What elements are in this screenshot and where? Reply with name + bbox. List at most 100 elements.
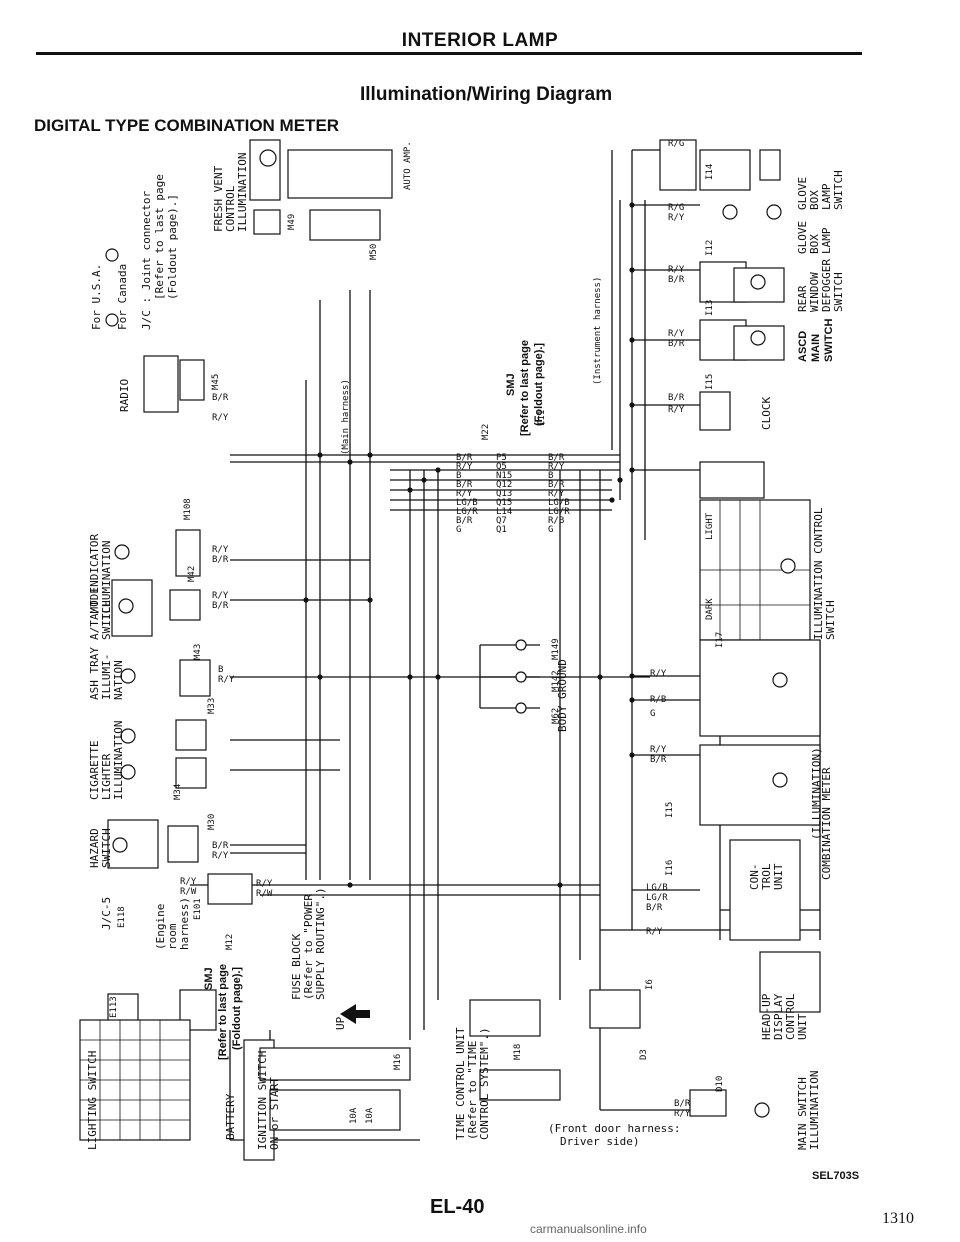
label-ash-tray-2: ILLUMI-: [100, 654, 113, 700]
wire-code: R/G: [668, 139, 684, 149]
wire-code: R/Y: [180, 877, 197, 887]
label-at-indicator-1: A/T INDICATOR: [88, 534, 101, 620]
label-front-door-2: Driver side): [560, 1135, 639, 1148]
label-front-door-1: (Front door harness:: [548, 1122, 680, 1135]
wire-code: R/Y: [668, 329, 685, 339]
label-engine-1: (Engine: [154, 904, 167, 950]
svg-text:E113: E113: [109, 996, 119, 1018]
label-cigarette-3: ILLUMINATION: [112, 721, 125, 800]
svg-text:I16: I16: [665, 860, 675, 876]
label-dark: DARK: [705, 598, 715, 620]
label-battery: BATTERY: [224, 1093, 237, 1140]
wire-code: R/Y: [650, 745, 667, 755]
wire-code: LG/B: [646, 883, 668, 893]
label-ascd-1: ASCD: [797, 331, 809, 362]
label-headup-1: HEAD-UP: [760, 993, 773, 1040]
up-arrow-icon: [340, 1004, 370, 1024]
label-body-ground: BODY GROUND: [556, 659, 569, 732]
svg-text:G: G: [456, 525, 461, 535]
label-comb-meter-1: COMBINATION METER: [820, 767, 833, 880]
label-fresh-vent-3: ILLUMINATION: [236, 153, 249, 232]
svg-text:LG/B: LG/B: [548, 498, 570, 508]
svg-text:R/Y: R/Y: [548, 462, 565, 472]
smj-pin-table: B/R R/Y B B/R R/Y LG/B LG/R B/R G P5 Q5 …: [456, 453, 570, 535]
svg-text:R/Y: R/Y: [548, 489, 565, 499]
wire-code: B/R: [212, 601, 229, 611]
lighting-switch-grid: [80, 1020, 190, 1140]
wire-code: B/R: [650, 755, 667, 765]
legend-jc-1: J/C : Joint connector: [140, 191, 153, 330]
label-radio: RADIO: [118, 379, 131, 412]
svg-text:G: G: [548, 525, 553, 535]
label-fuse-block-1: FUSE BLOCK: [290, 933, 303, 1000]
label-illum-control-2: SWITCH: [824, 600, 837, 640]
label-smj-1-c: (Foldout page).]: [231, 967, 243, 1050]
wire-code: B/R: [212, 555, 229, 565]
wire-code: R/Y: [212, 413, 229, 423]
bulb-symbols: [105, 149, 796, 1118]
svg-text:M18: M18: [513, 1044, 523, 1060]
legend-usa: For U.S.A.: [90, 264, 103, 330]
wire-code: B/R: [212, 393, 229, 403]
label-ash-tray-3: NATION: [112, 660, 125, 700]
label-headup-2: DISPLAY: [772, 993, 785, 1040]
label-headup-3: CONTROL: [784, 993, 797, 1040]
label-hazard-1: HAZARD: [88, 828, 101, 868]
svg-text:I14: I14: [705, 164, 715, 180]
svg-text:B/R: B/R: [456, 480, 473, 490]
wire-code: R/Y: [212, 591, 229, 601]
wire-code: R/W: [180, 887, 197, 897]
diagram-code: SEL703S: [812, 1170, 860, 1182]
svg-text:B/R: B/R: [456, 516, 473, 526]
svg-text:Q13: Q13: [496, 489, 512, 499]
svg-text:Q12: Q12: [496, 480, 512, 490]
label-headup-4: UNIT: [796, 1013, 809, 1040]
connector-ids: M45 M49 M50 M108 M42 M43 M33 M34 M30 M12…: [109, 164, 725, 1092]
svg-text:I6: I6: [645, 979, 655, 990]
svg-text:D3: D3: [639, 1049, 649, 1060]
svg-text:D10: D10: [715, 1076, 725, 1092]
label-smj-2-a: SMJ: [505, 373, 517, 396]
wire-code: B/R: [674, 1099, 691, 1109]
svg-text:B: B: [456, 471, 461, 481]
label-glove-lamp-3: LAMP: [820, 227, 833, 254]
svg-text:Q15: Q15: [496, 498, 512, 508]
label-up: UP: [334, 1016, 347, 1030]
diagram-subtitle: Illumination/Wiring Diagram: [360, 84, 613, 105]
label-ascd-2: MAIN: [810, 334, 822, 362]
svg-text:E118: E118: [117, 906, 127, 928]
label-glove-switch-4: SWITCH: [832, 170, 845, 210]
page-label: EL-40: [430, 1196, 485, 1218]
legend-jc-2: [Refer to last page: [153, 174, 166, 300]
label-at-mode-2: SWITCH: [100, 600, 113, 640]
svg-text:B: B: [548, 471, 553, 481]
label-glove-lamp-2: BOX: [808, 234, 821, 254]
svg-text:M149: M149: [551, 638, 561, 660]
wire-code: R/Y: [668, 265, 685, 275]
svg-text:R/Y: R/Y: [456, 489, 473, 499]
svg-text:B/R: B/R: [456, 453, 473, 463]
svg-text:I15: I15: [705, 374, 715, 390]
svg-text:M49: M49: [287, 214, 297, 230]
wire-code: R/Y: [212, 545, 229, 555]
label-ignition-2: ON or START: [268, 1077, 281, 1150]
svg-text:E101: E101: [193, 898, 203, 920]
legend-block: For U.S.A.: [90, 264, 103, 330]
wire-code: R/Y: [650, 669, 667, 679]
svg-text:M43: M43: [193, 644, 203, 660]
fuse-label: 10A: [365, 1107, 375, 1124]
legend-jc-3: (Foldout page).]: [166, 194, 179, 300]
wire-code: R/Y: [668, 213, 685, 223]
svg-text:M108: M108: [183, 498, 193, 520]
label-ignition-1: IGNITION SWITCH: [256, 1051, 269, 1150]
wire-code: B/R: [212, 841, 229, 851]
label-comb-meter-2: (ILLUMINATION): [810, 747, 823, 840]
svg-text:R/Y: R/Y: [456, 462, 473, 472]
svg-text:LG/B: LG/B: [456, 498, 478, 508]
svg-text:R/B: R/B: [548, 516, 564, 526]
label-instrument-harness: (Instrument harness): [593, 277, 603, 385]
label-engine-3: harness): [178, 897, 191, 950]
svg-text:M42: M42: [187, 566, 197, 582]
wire-code: R/Y: [674, 1109, 691, 1119]
label-at-indicator-2: ILLUMINATION: [100, 541, 113, 620]
